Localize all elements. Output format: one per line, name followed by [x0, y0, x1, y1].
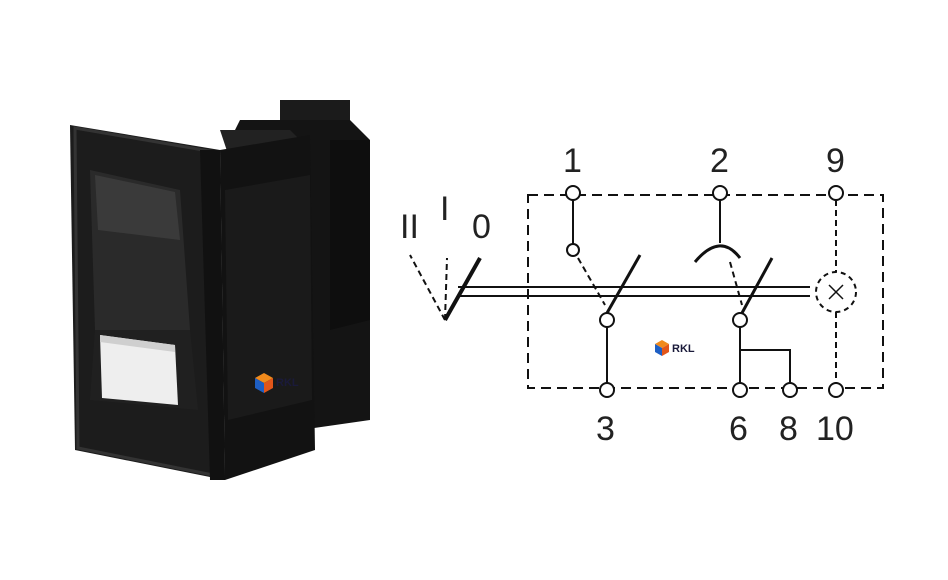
- terminal-label-1: 1: [563, 142, 582, 180]
- terminal-label-6: 6: [729, 410, 748, 448]
- terminal-label-9: 9: [826, 142, 845, 180]
- terminal-label-10: 10: [816, 410, 854, 448]
- watermark-text: RKL: [276, 377, 299, 389]
- wiring-diagram: II I 0: [400, 142, 884, 448]
- housing-outline: [527, 194, 884, 389]
- terminal-label-2: 2: [710, 142, 729, 180]
- position-label-0: 0: [472, 208, 491, 246]
- watermark-logo: [255, 373, 273, 393]
- position-label-1: I: [440, 190, 449, 228]
- terminal-label-8: 8: [779, 410, 798, 448]
- watermark-logo-diagram: [655, 340, 669, 356]
- rocker-switch-illustration: RKL: [70, 100, 370, 480]
- terminal-label-3: 3: [596, 410, 615, 448]
- position-label-2: II: [400, 208, 419, 246]
- watermark-text-diagram: RKL: [672, 343, 695, 355]
